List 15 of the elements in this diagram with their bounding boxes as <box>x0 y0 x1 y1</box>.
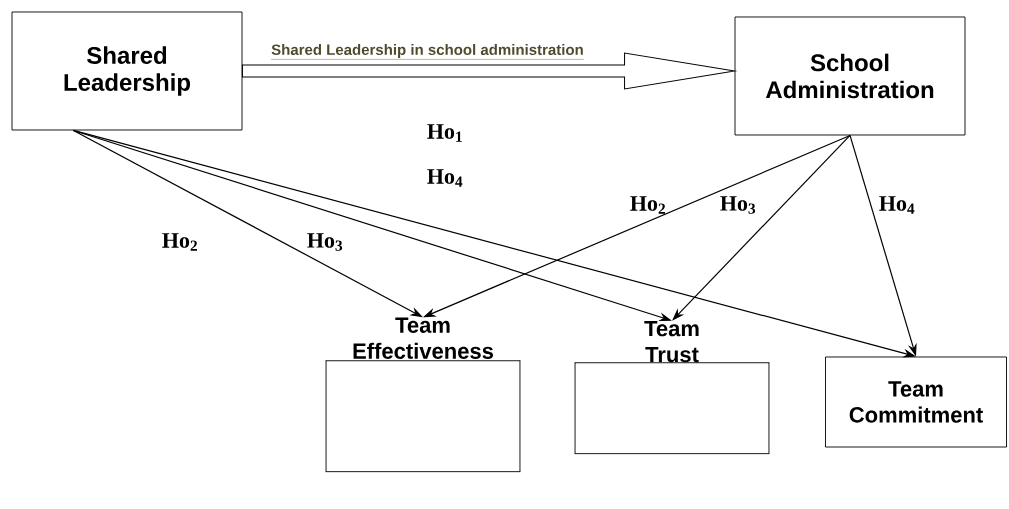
block-arrow <box>241 52 736 90</box>
arrow <box>672 134 851 321</box>
hypothesis-label: Ho$_{1}$ <box>427 124 462 142</box>
edge-label: Shared Leadership in school administration <box>270 44 584 60</box>
text-box: Team Commitment <box>825 356 1007 448</box>
labeled-box: Team Trust <box>574 320 770 455</box>
text-box: Shared Leadership <box>11 11 243 131</box>
hypothesis-label: Ho$_{3}$ <box>307 233 343 251</box>
text-box: School Administration <box>734 16 966 136</box>
hypothesis-label: Ho$_{2}$ <box>630 196 665 214</box>
hypothesis-label: Ho$_{3}$ <box>720 196 756 214</box>
hypothesis-label: Ho$_{4}$ <box>427 169 463 187</box>
hypothesis-label: Ho$_{4}$ <box>879 196 915 214</box>
labeled-box: Team Effectiveness <box>325 317 521 473</box>
hypothesis-label: Ho$_{2}$ <box>162 233 197 251</box>
